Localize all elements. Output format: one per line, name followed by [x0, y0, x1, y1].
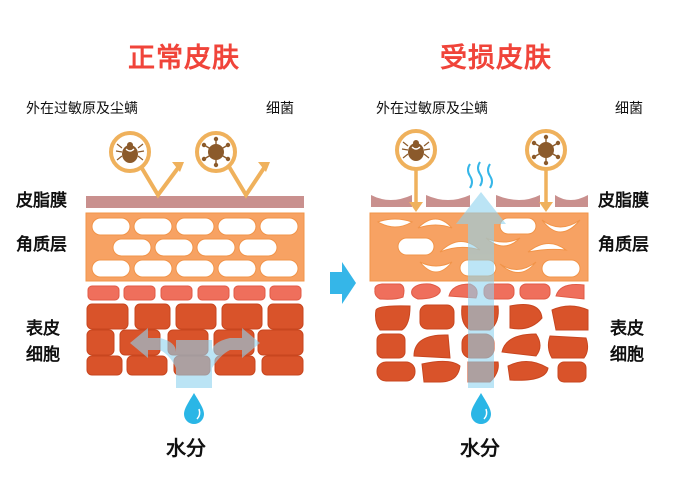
epidermis-label-left: 表皮 细胞	[26, 316, 60, 368]
evaporation-icon	[467, 161, 493, 189]
epidermis-label-line2: 细胞	[26, 345, 60, 365]
arrowhead	[172, 162, 184, 172]
normal-skin-title: 正常皮肤	[128, 43, 240, 74]
arrowhead	[539, 202, 553, 212]
allergen-label-right: 外在过敏原及尘螨	[376, 101, 488, 117]
bacteria-label-left: 细菌	[266, 101, 294, 117]
bacteria-label-right: 细菌	[615, 101, 643, 117]
sebum-label-left: 皮脂膜	[16, 191, 67, 211]
corneum-label-left: 角质层	[16, 235, 67, 255]
water-retention-arrow	[130, 328, 260, 388]
water-drop-icon	[183, 392, 205, 425]
water-label-left: 水分	[166, 436, 206, 460]
water-label-right: 水分	[460, 436, 500, 460]
water-loss-arrow	[456, 192, 506, 388]
epidermis-label-line1: 表皮	[610, 319, 644, 339]
epidermis-label-line1: 表皮	[26, 319, 60, 339]
corneum-label-right: 角质层	[598, 235, 649, 255]
penetration-arrows	[414, 170, 548, 205]
transition-arrow-icon	[330, 262, 356, 304]
sebum-membrane	[86, 196, 304, 208]
epidermis-cells	[375, 304, 589, 383]
sebum-label-right: 皮脂膜	[598, 191, 649, 211]
epidermis-label-line2: 细胞	[610, 345, 644, 365]
arrowhead	[258, 162, 270, 172]
damaged-skin-title: 受损皮肤	[440, 43, 552, 74]
upper-epidermis-cells	[87, 285, 302, 301]
normal-skin-diagram	[85, 131, 305, 425]
deflect-arrows	[138, 163, 266, 199]
damaged-skin-diagram	[369, 129, 589, 425]
allergen-label-left: 外在过敏原及尘螨	[26, 101, 138, 117]
water-drop-icon	[470, 392, 492, 425]
sebum-fragments	[371, 195, 588, 207]
corneocytes	[91, 217, 299, 278]
epidermis-label-right: 表皮 细胞	[610, 316, 644, 368]
arrowhead	[409, 202, 423, 212]
